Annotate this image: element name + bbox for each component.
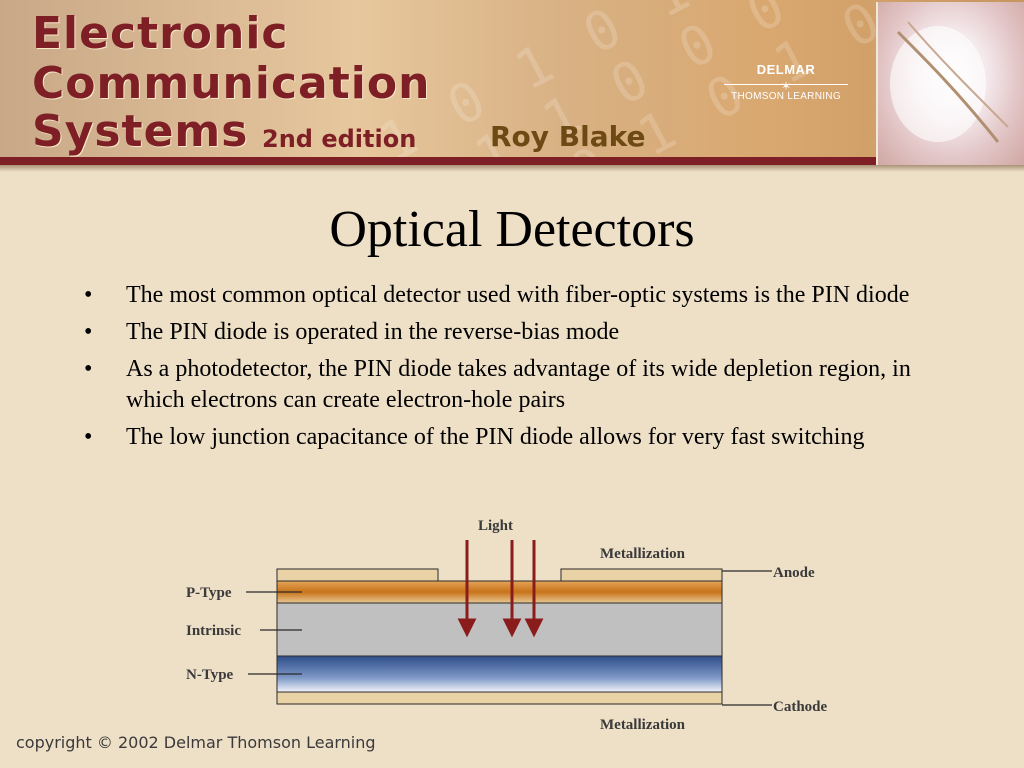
bullet-text: The most common optical detector used wi…	[126, 282, 910, 308]
header-photo	[876, 2, 1024, 166]
leader-lines	[246, 570, 772, 706]
bullet-text: The low junction capacitance of the PIN …	[126, 424, 865, 450]
p-type-label: P-Type	[186, 585, 232, 601]
bullet-item: • The PIN diode is operated in the revers…	[84, 317, 944, 348]
book-title-line-1: Electronic	[32, 8, 289, 59]
n-type-layer	[276, 655, 723, 693]
bullet-mark: •	[84, 356, 93, 382]
n-type-label: N-Type	[186, 667, 234, 683]
intrinsic-label: Intrinsic	[186, 623, 241, 639]
logo-rule: ✶	[716, 77, 856, 93]
bullet-mark: •	[84, 319, 93, 345]
book-title-line-3: Systems	[32, 106, 249, 157]
bottom-metal-layer	[276, 691, 723, 705]
bullet-mark: •	[84, 282, 93, 308]
book-title-line-2: Communication	[32, 58, 431, 109]
header-shadow	[0, 165, 1024, 172]
light-arrows	[457, 540, 544, 638]
bullet-item: • The most common optical detector used w…	[84, 280, 944, 311]
header-divider-bar	[0, 157, 876, 165]
bullet-item: • As a photodetector, the PIN diode takes…	[84, 354, 944, 416]
publisher-name: DELMAR	[756, 62, 816, 77]
publisher-logo: DELMAR ✶ THOMSON LEARNING	[716, 62, 856, 102]
book-author: Roy Blake	[490, 120, 646, 153]
slide-title: Optical Detectors	[329, 201, 695, 258]
bullet-item: • The low junction capacitance of the PIN…	[84, 422, 944, 453]
bullet-list: • The most common optical detector used w…	[84, 280, 944, 459]
bullet-mark: •	[84, 424, 93, 450]
light-arrow-head	[457, 618, 477, 638]
photo-illustration	[890, 21, 1009, 143]
light-arrow-head	[524, 618, 544, 638]
light-arrow-head	[502, 618, 522, 638]
bullet-text: The PIN diode is operated in the reverse…	[126, 319, 620, 345]
bullet-text: As a photodetector, the PIN diode takes …	[126, 356, 911, 413]
star-icon: ✶	[780, 79, 792, 93]
p-type-layer	[276, 580, 723, 604]
light-label: Light	[478, 518, 513, 534]
intrinsic-layer	[276, 602, 723, 657]
copyright-footer: copyright © 2002 Delmar Thomson Learning	[16, 733, 376, 752]
metallization-top-label: Metallization	[600, 546, 686, 562]
book-edition: 2nd edition	[262, 125, 417, 153]
pin-diode-diagram: Light Metallization Anode P-Type Intrins…	[186, 518, 828, 733]
cathode-label: Cathode	[773, 699, 828, 715]
publisher-subname: THOMSON LEARNING	[731, 91, 841, 102]
top-metal-right	[560, 568, 723, 582]
anode-label: Anode	[773, 565, 815, 581]
top-metal-left	[276, 568, 439, 582]
metallization-bottom-label: Metallization	[600, 717, 686, 733]
